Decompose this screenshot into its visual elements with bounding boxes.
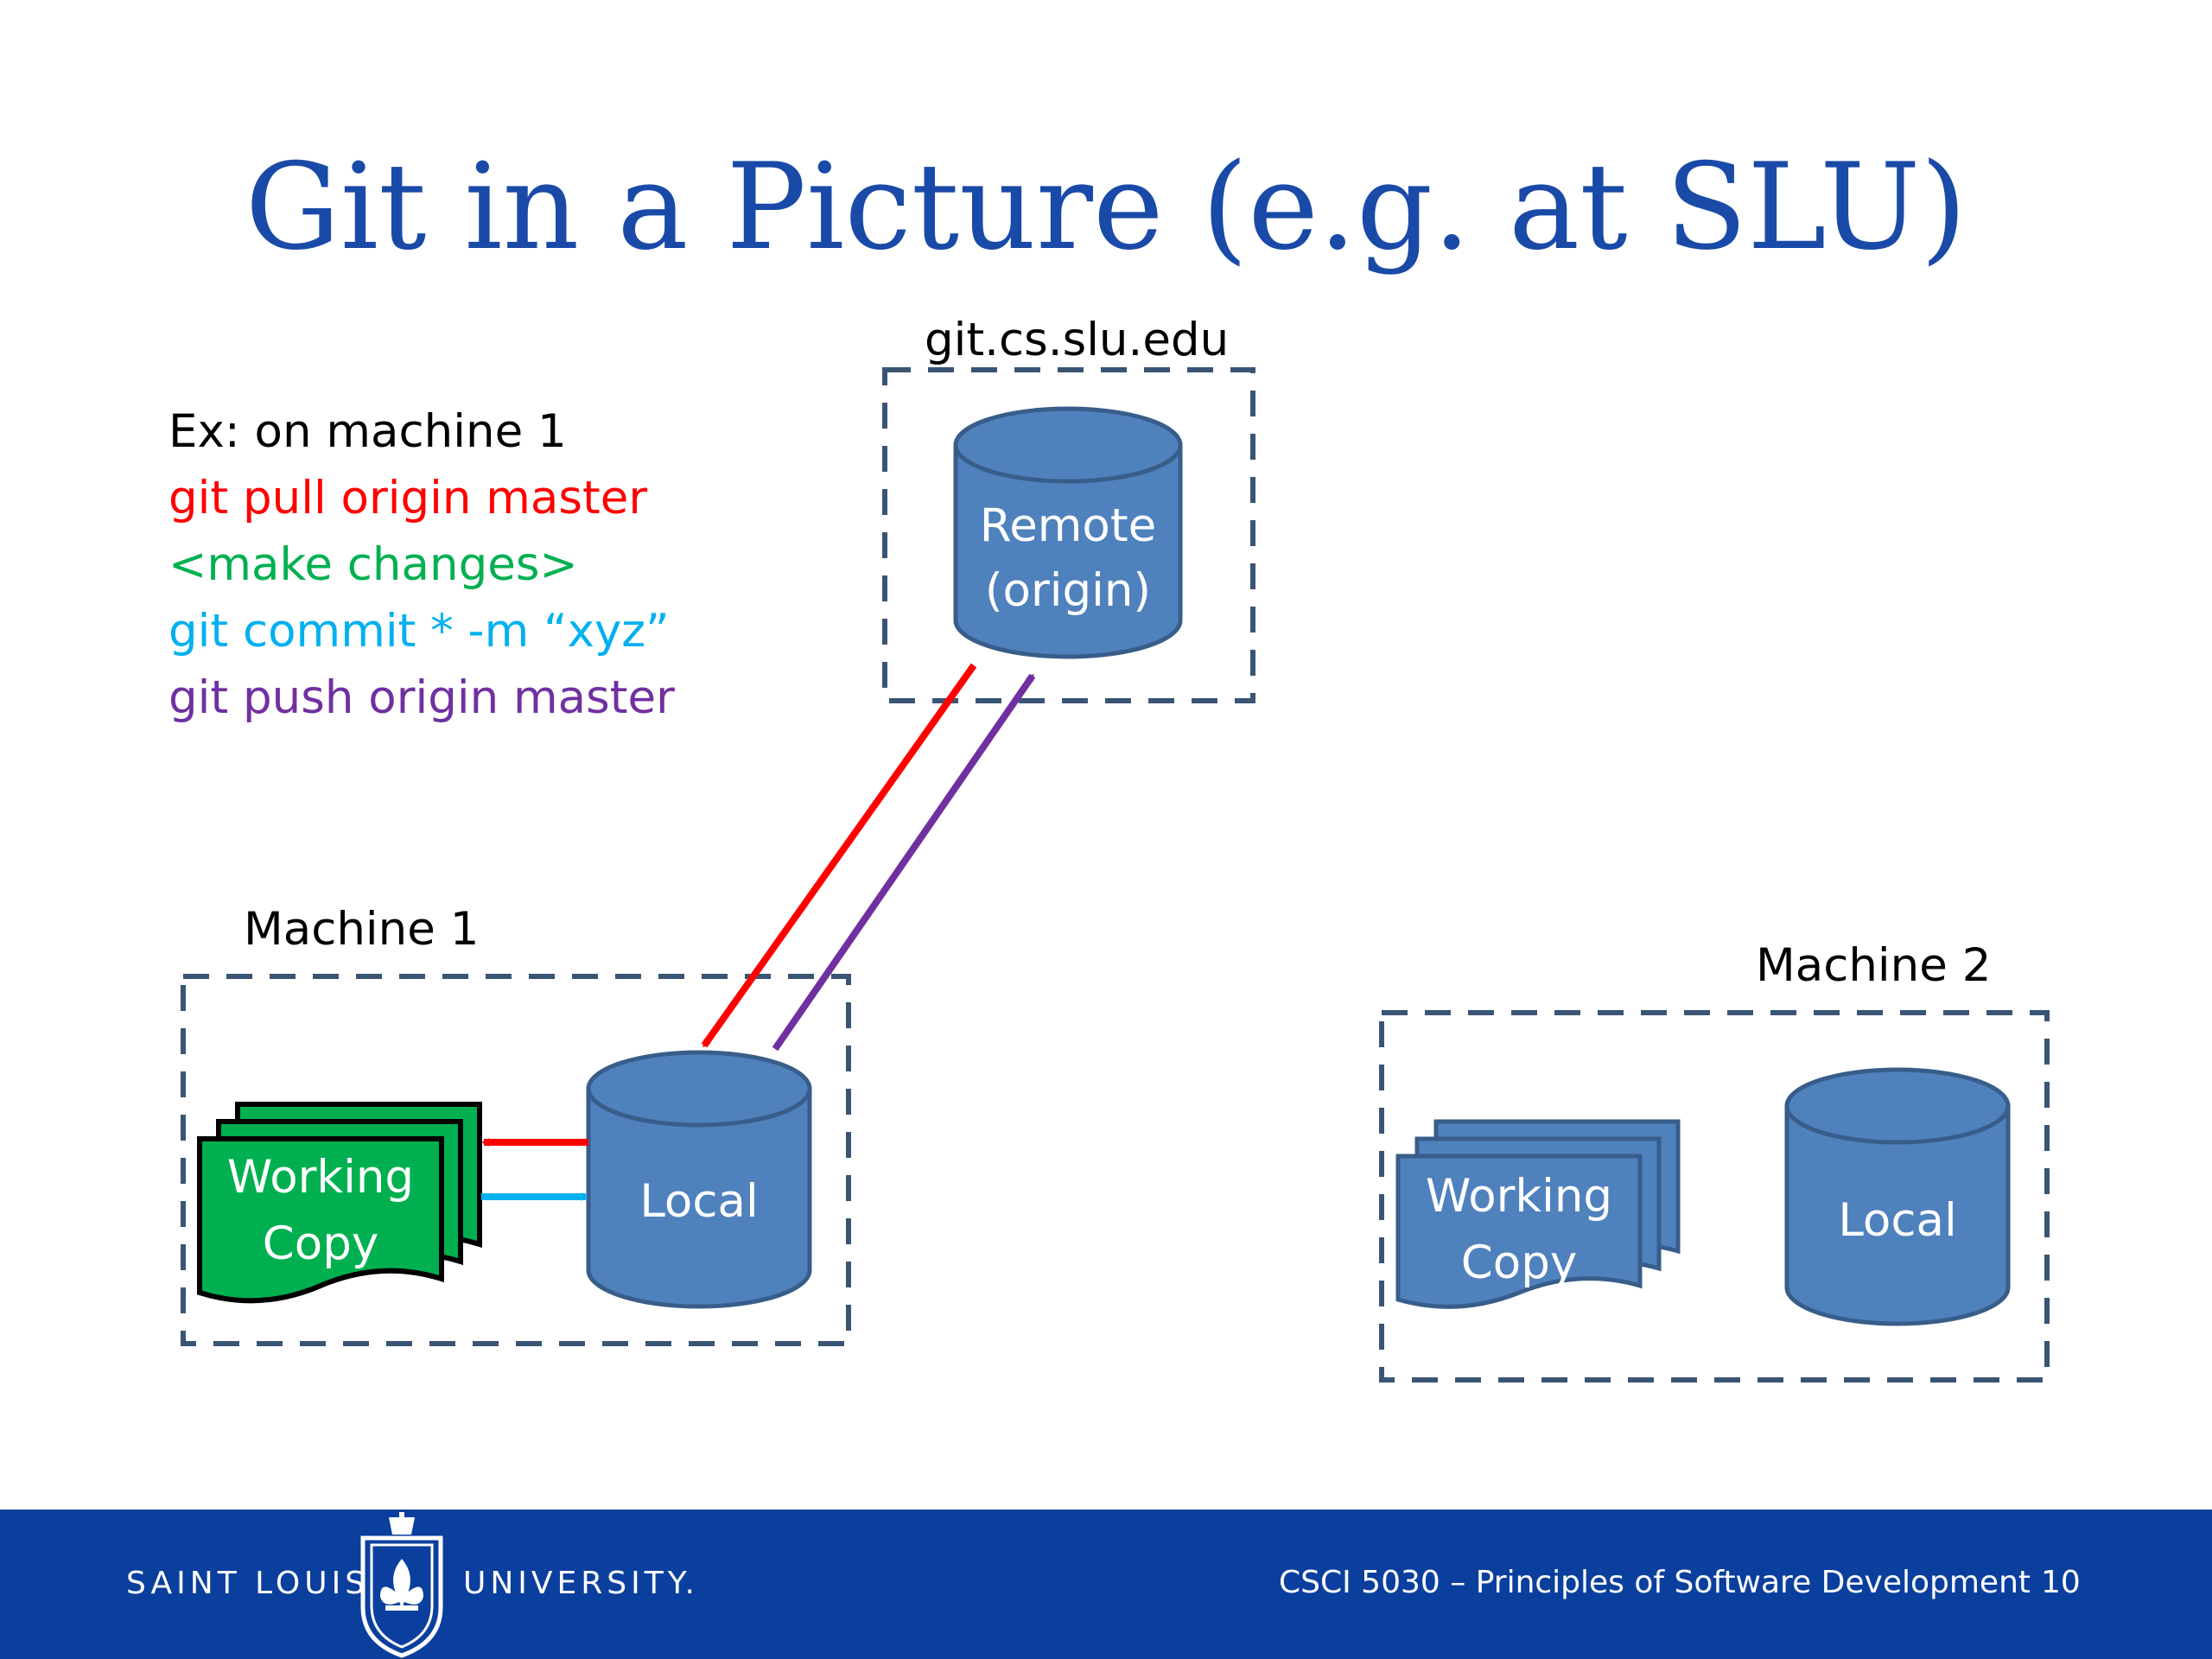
commit-command: git commit * -m “xyz” [168, 605, 670, 658]
pull-command: git pull origin master [168, 472, 648, 524]
machine1-local-label: Local [639, 1175, 758, 1228]
machine1-local-repository-cylinder: Local [586, 1050, 812, 1309]
machine2-working-copy-line2: Copy [1461, 1236, 1577, 1289]
machine1-working-copy-icon: Working Copy [197, 1102, 482, 1304]
university-name-right: UNIVERSITY. [463, 1566, 699, 1601]
machine1-working-copy-line1: Working [227, 1151, 414, 1204]
remote-label-line2: (origin) [985, 564, 1151, 617]
machine1-label: Machine 1 [244, 903, 480, 956]
remote-repository-cylinder: Remote (origin) [953, 406, 1183, 659]
machine2-working-copy-line1: Working [1426, 1170, 1612, 1223]
example-heading: Ex: on machine 1 [168, 405, 567, 458]
machine2-local-label: Local [1838, 1194, 1956, 1247]
remote-label-line1: Remote [980, 499, 1157, 552]
footer-bar: SAINT LOUIS UNIVERSITY. CSCI 5030 – Prin… [0, 1510, 2212, 1659]
page-number: 10 [2041, 1565, 2081, 1600]
course-name: CSCI 5030 – Principles of Software Devel… [1279, 1565, 2031, 1600]
push-command: git push origin master [168, 671, 675, 724]
pull-arrow [701, 663, 977, 1048]
machine1-working-copy-line2: Copy [263, 1217, 378, 1270]
machine2-box [1379, 1010, 2050, 1382]
machine2-local-repository-cylinder: Local [1784, 1067, 2011, 1326]
machine1-box [181, 974, 851, 1346]
server-hostname-label: git.cs.slu.edu [925, 314, 1230, 366]
server-box [882, 367, 1255, 703]
machine2-label: Machine 2 [1756, 939, 1992, 992]
push-arrow [772, 673, 1036, 1052]
make-changes-step: <make changes> [168, 538, 578, 591]
slu-crest-logo [360, 1512, 443, 1658]
university-name-left: SAINT LOUIS [126, 1566, 370, 1601]
slide-title: Git in a Picture (e.g. at SLU) [245, 137, 1967, 276]
machine2-working-copy-icon: Working Copy [1395, 1119, 1681, 1309]
